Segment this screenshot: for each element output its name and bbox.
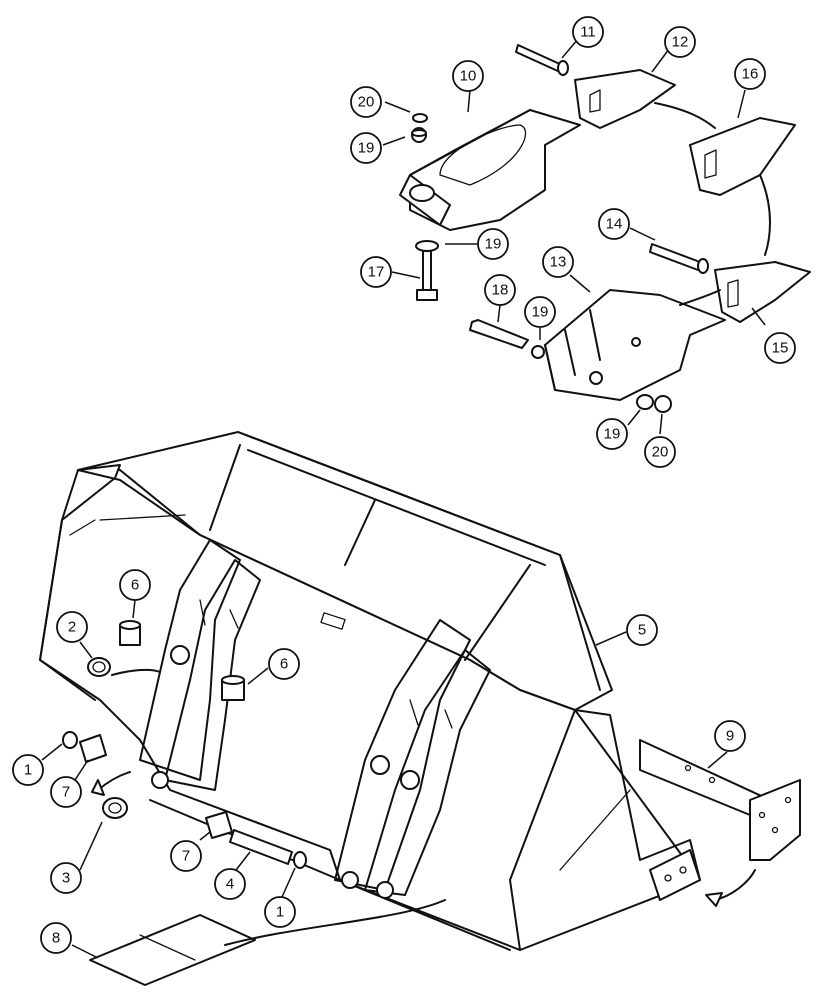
callout-19-top: 19 <box>350 132 382 164</box>
svg-text:2: 2 <box>68 619 76 636</box>
svg-text:10: 10 <box>460 68 477 85</box>
callout-5: 5 <box>626 614 658 646</box>
callout-18: 18 <box>484 274 516 306</box>
callout-6-left: 6 <box>119 569 151 601</box>
hinge-hardware <box>62 620 756 946</box>
svg-text:20: 20 <box>652 444 669 461</box>
callout-7-center: 7 <box>170 840 202 872</box>
callout-19-mid: 19 <box>477 228 509 260</box>
callout-3: 3 <box>50 862 82 894</box>
callout-20-bottom: 20 <box>644 436 676 468</box>
svg-text:4: 4 <box>226 876 234 893</box>
svg-text:6: 6 <box>280 656 288 673</box>
callout-1-left: 1 <box>12 754 44 786</box>
wear-strip <box>639 739 801 861</box>
svg-text:14: 14 <box>606 216 623 233</box>
callout-9: 9 <box>714 720 746 752</box>
svg-text:15: 15 <box>772 340 789 357</box>
callout-6-center: 6 <box>268 648 300 680</box>
callout-2: 2 <box>56 611 88 643</box>
svg-text:7: 7 <box>62 784 70 801</box>
svg-text:18: 18 <box>492 282 509 299</box>
callout-11: 11 <box>572 16 604 48</box>
svg-text:19: 19 <box>358 140 375 157</box>
svg-text:6: 6 <box>131 577 139 594</box>
callout-19-right: 19 <box>524 296 556 328</box>
callout-16: 16 <box>734 58 766 90</box>
svg-text:19: 19 <box>604 426 621 443</box>
svg-text:17: 17 <box>368 264 385 281</box>
callout-19-bottom: 19 <box>596 418 628 450</box>
callout-1-right: 1 <box>264 896 296 928</box>
svg-text:5: 5 <box>638 622 646 639</box>
callout-15: 15 <box>764 332 796 364</box>
svg-text:16: 16 <box>742 66 759 83</box>
svg-text:1: 1 <box>24 762 32 779</box>
svg-text:13: 13 <box>550 254 567 271</box>
svg-text:12: 12 <box>672 34 689 51</box>
svg-text:7: 7 <box>182 848 190 865</box>
tooth-adapter-lower <box>544 289 726 401</box>
bucket <box>39 431 701 951</box>
svg-text:19: 19 <box>485 236 502 253</box>
callout-7-left: 7 <box>50 776 82 808</box>
svg-text:11: 11 <box>580 24 596 41</box>
callout-10: 10 <box>452 60 484 92</box>
fasteners <box>412 44 709 413</box>
teeth <box>574 69 811 323</box>
svg-text:19: 19 <box>532 304 549 321</box>
callout-20-top: 20 <box>350 86 382 118</box>
callout-17: 17 <box>360 256 392 288</box>
callout-12: 12 <box>664 26 696 58</box>
svg-text:9: 9 <box>726 728 734 745</box>
cover-plate <box>89 914 256 986</box>
leader-lines <box>41 38 766 959</box>
callout-14: 14 <box>598 208 630 240</box>
callout-8: 8 <box>40 922 72 954</box>
callout-13: 13 <box>542 246 574 278</box>
tooth-adapter-top <box>399 109 581 231</box>
svg-text:8: 8 <box>52 930 60 947</box>
svg-text:20: 20 <box>358 94 375 111</box>
callout-4: 4 <box>214 868 246 900</box>
svg-text:1: 1 <box>276 904 284 921</box>
svg-text:3: 3 <box>62 870 70 887</box>
